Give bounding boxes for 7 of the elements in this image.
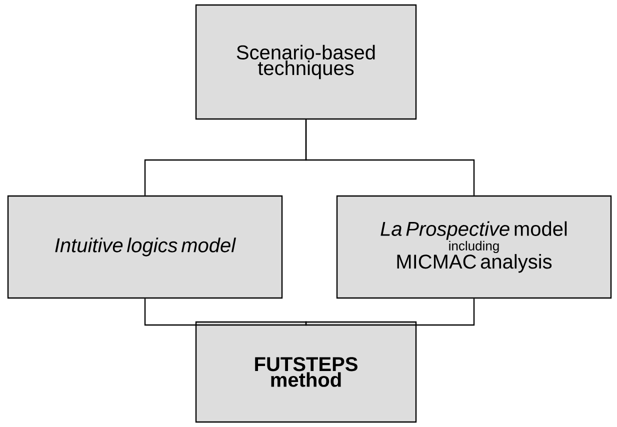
process-box: Intuitive logics model xyxy=(7,195,283,299)
connector-line xyxy=(144,298,307,326)
process-box: La Prospective model including MICMAC analysis xyxy=(336,195,612,299)
process-box: FUTSTEPS method xyxy=(195,321,417,423)
connector-line xyxy=(305,298,475,326)
connector-line xyxy=(305,120,475,196)
process-box: Scenario-based techniques xyxy=(195,4,417,120)
